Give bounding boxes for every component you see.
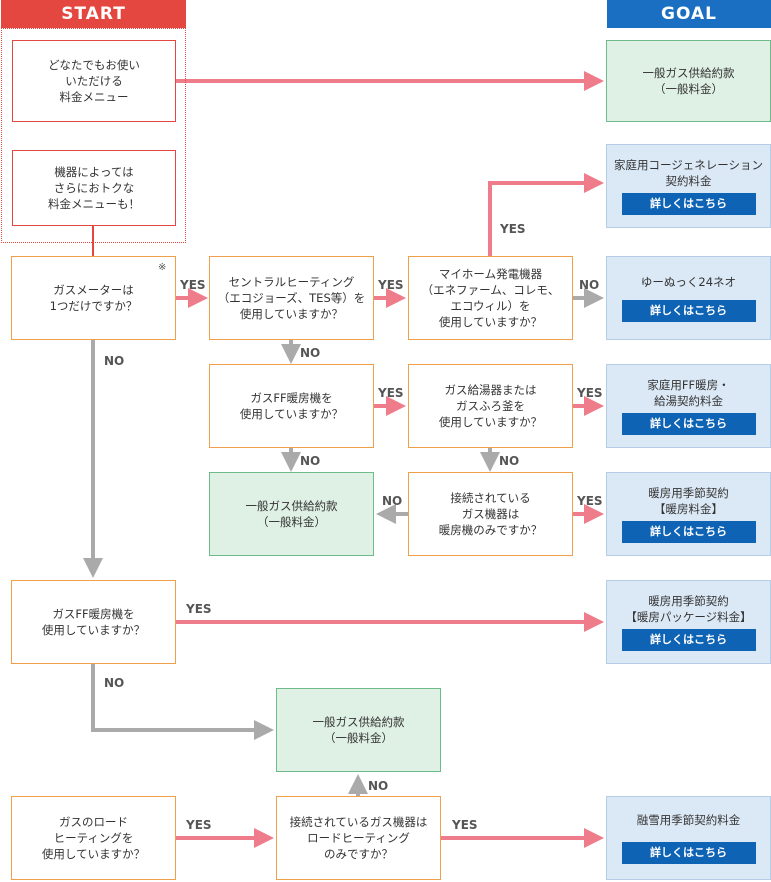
goal-snow-melting-title: 融雪用季節契約料金 xyxy=(636,813,741,827)
goal-cogeneration-title: 家庭用コージェネレーション 契約料金 xyxy=(613,158,764,188)
label-water-no: NO xyxy=(499,454,520,468)
goal-ff-heating-water: 家庭用FF暖房・ 給湯契約料金 詳しくはこちら xyxy=(606,364,771,448)
question-myhome-generator: マイホーム発電機器 （エネファーム、コレモ、 エコウィル）を 使用していますか？ xyxy=(408,256,573,340)
question-central-heating: セントラルヒーティング （エコジョーズ、TES等）を 使用していますか？ xyxy=(209,256,374,340)
meter-note-mark: ※ xyxy=(158,262,167,273)
start-area xyxy=(1,28,186,243)
goal-yunukku24neo: ゆーぬっく24ネオ 詳しくはこちら xyxy=(606,256,771,340)
goal-heating-season-details-button[interactable]: 詳しくはこちら xyxy=(621,521,756,543)
goal-yunukku24neo-details-button[interactable]: 詳しくはこちら xyxy=(621,300,756,322)
label-onlyroad-yes: YES xyxy=(452,818,478,832)
question-only-road-heating: 接続されているガス機器は ロードヒーティング のみですか？ xyxy=(276,796,441,880)
start-header: START xyxy=(1,0,186,28)
label-water-yes: YES xyxy=(577,386,603,400)
question-road-heating: ガスのロード ヒーティングを 使用していますか？ xyxy=(11,796,176,880)
label-onlyroad-no: NO xyxy=(368,779,389,793)
goal-snow-melting-details-button[interactable]: 詳しくはこちら xyxy=(621,842,756,864)
start-menu-all: どなたでもお使い いただける 料金メニュー xyxy=(12,40,176,122)
goal-heating-season-title: 暖房用季節契約 【暖房料金】 xyxy=(648,486,729,516)
goal-heating-season: 暖房用季節契約 【暖房料金】 詳しくはこちら xyxy=(606,472,771,556)
question-ff-heater-1: ガスFF暖房機を 使用していますか？ xyxy=(209,364,374,448)
label-myhome-no: NO xyxy=(579,278,600,292)
start-menu-device: 機器によっては さらにおトクな 料金メニューも！ xyxy=(12,150,176,226)
result-general-mid: 一般ガス供給約款 （一般料金） xyxy=(209,472,374,556)
goal-header: GOAL xyxy=(607,0,771,28)
question-water-heater: ガス給湯器または ガスふろ釜を 使用していますか？ xyxy=(408,364,573,448)
goal-snow-melting: 融雪用季節契約料金 詳しくはこちら xyxy=(606,796,771,880)
question-ff-heater-2: ガスFF暖房機を 使用していますか？ xyxy=(11,580,176,664)
label-ff2-no: NO xyxy=(104,676,125,690)
goal-heating-package: 暖房用季節契約 【暖房パッケージ料金】 詳しくはこちら xyxy=(606,580,771,664)
label-central-yes: YES xyxy=(378,278,404,292)
result-general-bottom: 一般ガス供給約款 （一般料金） xyxy=(276,688,441,772)
arrow-ff2-no xyxy=(91,664,274,740)
label-onlyheat-no: NO xyxy=(382,494,403,508)
label-myhome-yes: YES xyxy=(500,222,526,236)
question-only-heater: 接続されている ガス機器は 暖房機のみですか？ xyxy=(408,472,573,556)
label-meter-no: NO xyxy=(104,354,125,368)
goal-cogeneration-details-button[interactable]: 詳しくはこちら xyxy=(621,193,756,215)
goal-heating-package-title: 暖房用季節契約 【暖房パッケージ料金】 xyxy=(625,594,752,624)
result-general-top: 一般ガス供給約款 （一般料金） xyxy=(606,40,771,122)
question-gas-meter: ガスメーターは 1つだけですか？ xyxy=(11,256,176,340)
label-road-yes: YES xyxy=(186,818,212,832)
goal-heating-package-details-button[interactable]: 詳しくはこちら xyxy=(621,629,756,651)
label-onlyheat-yes: YES xyxy=(577,494,603,508)
label-ff1-yes: YES xyxy=(378,386,404,400)
label-central-no: NO xyxy=(300,346,321,360)
goal-ff-heating-water-title: 家庭用FF暖房・ 給湯契約料金 xyxy=(647,378,730,408)
label-ff2-yes: YES xyxy=(186,602,212,616)
goal-ff-heating-water-details-button[interactable]: 詳しくはこちら xyxy=(621,413,756,435)
label-ff1-no: NO xyxy=(300,454,321,468)
goal-yunukku24neo-title: ゆーぬっく24ネオ xyxy=(640,275,737,289)
goal-cogeneration: 家庭用コージェネレーション 契約料金 詳しくはこちら xyxy=(606,144,771,228)
label-meter-yes: YES xyxy=(180,278,206,292)
arrow-myhome-yes xyxy=(488,173,604,256)
